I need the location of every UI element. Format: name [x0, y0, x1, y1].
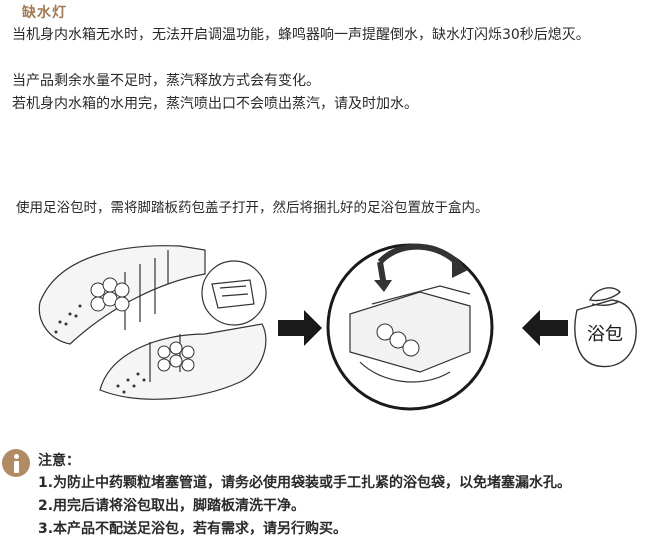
- note-item: 3.本产品不配送足浴包，若有需求，请另行购买。: [38, 521, 348, 537]
- foot-bath-tray-drawing: [38, 245, 267, 400]
- info-icon: [2, 449, 30, 477]
- note-item: 1.为防止中药颗粒堵塞管道，请务必使用袋装或手工扎紧的浴包袋，以免堵塞漏水孔。: [38, 475, 572, 491]
- notes-title: 注意：: [38, 453, 80, 469]
- paragraph-low-water: 当产品剩余水量不足时，蒸汽释放方式会有变化。: [12, 73, 320, 89]
- instruction-text: 使用足浴包时，需将脚踏板药包盖子打开，然后将捆扎好的足浴包置放于盒内。: [16, 200, 489, 216]
- left-arrow-icon: [522, 310, 568, 346]
- bath-bag-icon: 浴包: [574, 287, 637, 368]
- section-title: 缺水灯: [22, 5, 67, 21]
- massage-rollers-upper: [90, 277, 130, 312]
- bag-label: 浴包: [587, 324, 623, 345]
- foot-bath-illustration: 浴包: [38, 243, 637, 411]
- note-item: 2.用完后请将浴包取出，脚踏板清洗干净。: [38, 498, 306, 514]
- massage-rollers-lower: [157, 341, 195, 372]
- right-arrow-icon: [278, 310, 322, 346]
- tray-texture-dots: [54, 304, 146, 394]
- detail-zoom-drawing: [326, 243, 494, 411]
- paragraph-no-water: 当机身内水箱无水时，无法开启调温功能，蜂鸣器响一声提醒倒水，缺水灯闪烁30秒后熄…: [12, 27, 590, 43]
- paragraph-empty-water: 若机身内水箱的水用完，蒸汽喷出口不会喷出蒸汽，请及时加水。: [12, 96, 418, 112]
